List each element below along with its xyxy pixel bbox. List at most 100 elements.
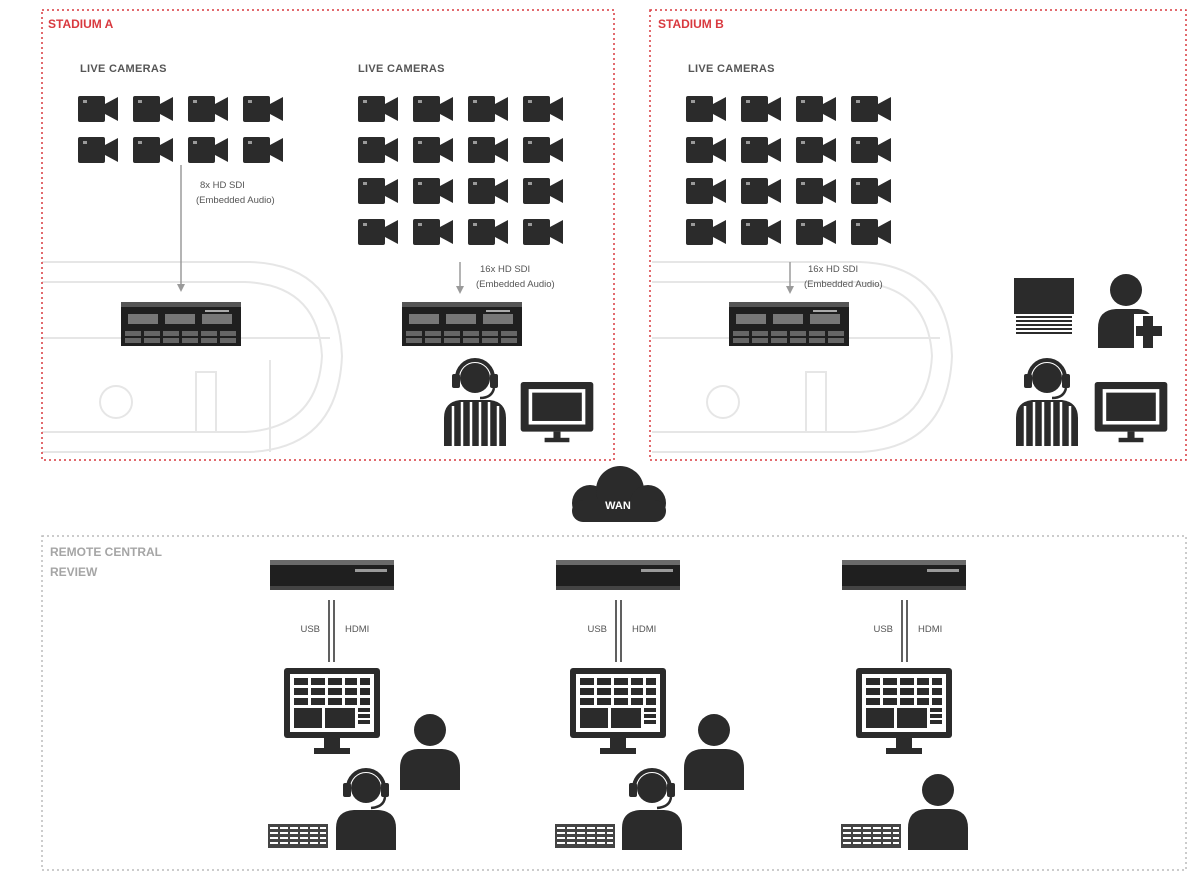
video-camera-icon xyxy=(243,137,283,163)
server-icon xyxy=(270,560,394,590)
camera-group-b xyxy=(686,96,891,245)
video-camera-icon xyxy=(468,178,508,204)
usb-hdmi-cable-icon xyxy=(615,600,622,662)
sdi-label-a2-line1: 16x HD SDI xyxy=(480,264,530,275)
stadium-a-title: STADIUM A xyxy=(48,17,114,31)
video-camera-icon xyxy=(741,178,781,204)
referee-headset-icon xyxy=(1014,358,1080,446)
remote-review-zone: REMOTE CENTRAL REVIEW USB HDMI USB HDMI xyxy=(41,535,1187,871)
arrow-head-icon xyxy=(456,286,464,294)
usb-hdmi-cable-icon xyxy=(901,600,908,662)
review-station-2: USB HDMI xyxy=(555,560,744,850)
live-cameras-label-b: LIVE CAMERAS xyxy=(688,63,775,75)
remote-review-title-line2: REVIEW xyxy=(50,565,98,579)
arrow-head-icon xyxy=(177,284,185,292)
hdmi-label: HDMI xyxy=(632,624,656,635)
video-camera-icon xyxy=(523,219,563,245)
sdi-label-b-line1: 16x HD SDI xyxy=(808,264,858,275)
wan-label: WAN xyxy=(605,500,631,512)
server-icon xyxy=(556,560,680,590)
video-camera-icon xyxy=(523,96,563,122)
sdi-label-a1-line2: (Embedded Audio) xyxy=(196,195,275,206)
video-camera-icon xyxy=(741,137,781,163)
video-camera-icon xyxy=(188,96,228,122)
review-station-1: USB HDMI xyxy=(268,560,460,850)
video-camera-icon xyxy=(523,137,563,163)
referee-headset-icon xyxy=(442,358,508,446)
person-icon xyxy=(684,714,744,790)
tablet-icon xyxy=(1014,278,1074,334)
monitor-icon xyxy=(520,382,594,443)
hdmi-label: HDMI xyxy=(918,624,942,635)
video-camera-icon xyxy=(78,137,118,163)
operator-headset-icon xyxy=(620,768,684,850)
remote-review-border xyxy=(41,535,1187,871)
camera-group-a1 xyxy=(78,96,283,163)
live-cameras-label-a1: LIVE CAMERAS xyxy=(80,63,167,75)
usb-label: USB xyxy=(873,624,893,635)
video-camera-icon xyxy=(413,96,453,122)
usb-hdmi-cable-icon xyxy=(328,600,335,662)
sdi-label-a1-line1: 8x HD SDI xyxy=(200,180,245,191)
usb-label: USB xyxy=(300,624,320,635)
video-camera-icon xyxy=(686,178,726,204)
operator-headset-icon xyxy=(334,768,398,850)
review-station-3: USB HDMI xyxy=(841,560,968,850)
video-camera-icon xyxy=(686,137,726,163)
stadium-a-zone: STADIUM A LIVE CAMERAS 8x HD SDI (Embedd… xyxy=(41,9,615,461)
remote-review-title-line1: REMOTE CENTRAL xyxy=(50,545,162,559)
medic-icon xyxy=(1098,274,1162,348)
video-camera-icon xyxy=(133,96,173,122)
video-camera-icon xyxy=(686,96,726,122)
video-camera-icon xyxy=(413,219,453,245)
video-camera-icon xyxy=(358,96,398,122)
usb-label: USB xyxy=(587,624,607,635)
keyboard-icon xyxy=(841,824,901,848)
video-camera-icon xyxy=(796,178,836,204)
server-icon xyxy=(729,302,849,346)
video-camera-icon xyxy=(413,178,453,204)
keyboard-icon xyxy=(555,824,615,848)
arrow-head-icon xyxy=(786,286,794,294)
person-icon xyxy=(400,714,460,790)
server-icon xyxy=(121,302,241,346)
video-camera-icon xyxy=(188,137,228,163)
video-camera-icon xyxy=(133,137,173,163)
video-camera-icon xyxy=(796,219,836,245)
server-icon xyxy=(402,302,522,346)
keyboard-icon xyxy=(268,824,328,848)
camera-group-a2 xyxy=(358,96,563,245)
stadium-b-zone: STADIUM B LIVE CAMERAS 16x HD SDI (Embed… xyxy=(649,9,1187,461)
live-cameras-label-a2: LIVE CAMERAS xyxy=(358,63,445,75)
cloud-icon xyxy=(572,466,666,522)
video-camera-icon xyxy=(468,219,508,245)
video-camera-icon xyxy=(358,178,398,204)
touch-panel-icon xyxy=(570,668,666,754)
stadium-b-border xyxy=(649,9,1187,461)
server-icon xyxy=(842,560,966,590)
video-camera-icon xyxy=(243,96,283,122)
wan-cloud: WAN xyxy=(572,466,666,522)
video-camera-icon xyxy=(468,137,508,163)
video-camera-icon xyxy=(796,96,836,122)
touch-panel-icon xyxy=(856,668,952,754)
touch-panel-icon xyxy=(284,668,380,754)
video-camera-icon xyxy=(358,137,398,163)
stadium-b-title: STADIUM B xyxy=(658,17,724,31)
video-camera-icon xyxy=(796,137,836,163)
video-camera-icon xyxy=(741,96,781,122)
video-camera-icon xyxy=(78,96,118,122)
stadium-a-border xyxy=(41,9,615,461)
video-camera-icon xyxy=(523,178,563,204)
video-camera-icon xyxy=(686,219,726,245)
field-lines-b xyxy=(652,261,954,453)
hdmi-label: HDMI xyxy=(345,624,369,635)
video-camera-icon xyxy=(851,178,891,204)
field-lines-a xyxy=(42,261,344,453)
video-camera-icon xyxy=(413,137,453,163)
video-camera-icon xyxy=(468,96,508,122)
sdi-label-b-line2: (Embedded Audio) xyxy=(804,279,883,290)
sdi-label-a2-line2: (Embedded Audio) xyxy=(476,279,555,290)
video-camera-icon xyxy=(851,96,891,122)
